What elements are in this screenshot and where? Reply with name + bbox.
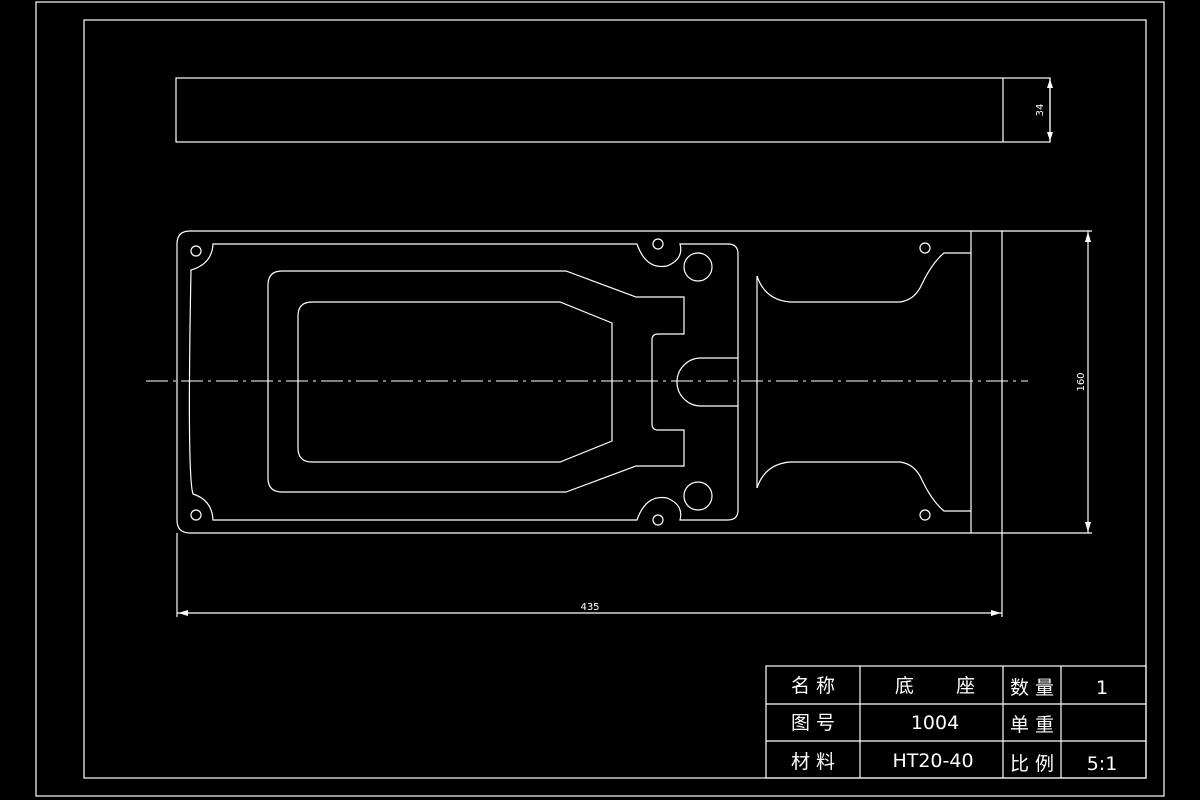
name-value: 底 座 bbox=[895, 675, 975, 697]
qty-label: 数 量 bbox=[1010, 677, 1054, 699]
length-dimension: 435 bbox=[176, 533, 1003, 617]
height-dimension-text: 160 bbox=[1076, 372, 1087, 391]
hole-top-mid bbox=[652, 238, 664, 250]
name-label: 名 称 bbox=[791, 675, 835, 697]
scale-value: 5:1 bbox=[1087, 753, 1118, 775]
hole-top-right bbox=[919, 242, 931, 254]
unit-weight-label: 单 重 bbox=[1010, 714, 1054, 736]
thickness-dimension-text: 34 bbox=[1035, 104, 1046, 117]
height-dimension: 160 bbox=[1002, 230, 1092, 534]
drawing-no-value: 1004 bbox=[911, 712, 959, 734]
material-label: 材 料 bbox=[791, 751, 835, 773]
outer-border bbox=[35, 1, 1165, 797]
neck-lower-profile bbox=[756, 461, 971, 512]
pocket-inner bbox=[297, 301, 613, 463]
drawing-no-label: 图 号 bbox=[791, 712, 835, 734]
frame-inner-contour bbox=[188, 243, 739, 521]
neck-upper-profile bbox=[756, 252, 971, 303]
top-view bbox=[175, 77, 1051, 143]
base-outer-contour bbox=[176, 230, 1003, 534]
scale-label: 比 例 bbox=[1010, 753, 1054, 775]
bolt-hole-top bbox=[683, 252, 713, 282]
inner-frame bbox=[83, 19, 1147, 779]
hole-bottom-mid bbox=[652, 514, 664, 526]
title-block: 名 称 底 座 数 量 1 图 号 1004 单 重 材 料 HT20-40 比… bbox=[765, 665, 1147, 779]
main-view bbox=[146, 230, 1028, 534]
bolt-hole-bottom bbox=[683, 481, 713, 511]
slot bbox=[676, 357, 738, 407]
corner-hole-bottom-left bbox=[190, 509, 202, 521]
corner-hole-top-left bbox=[190, 245, 202, 257]
length-dimension-text: 435 bbox=[580, 602, 599, 613]
thickness-dimension: 34 bbox=[1035, 78, 1053, 142]
material-value: HT20-40 bbox=[892, 750, 973, 772]
qty-value: 1 bbox=[1096, 677, 1108, 699]
hole-bottom-right bbox=[919, 509, 931, 521]
pocket-outer bbox=[267, 270, 685, 493]
